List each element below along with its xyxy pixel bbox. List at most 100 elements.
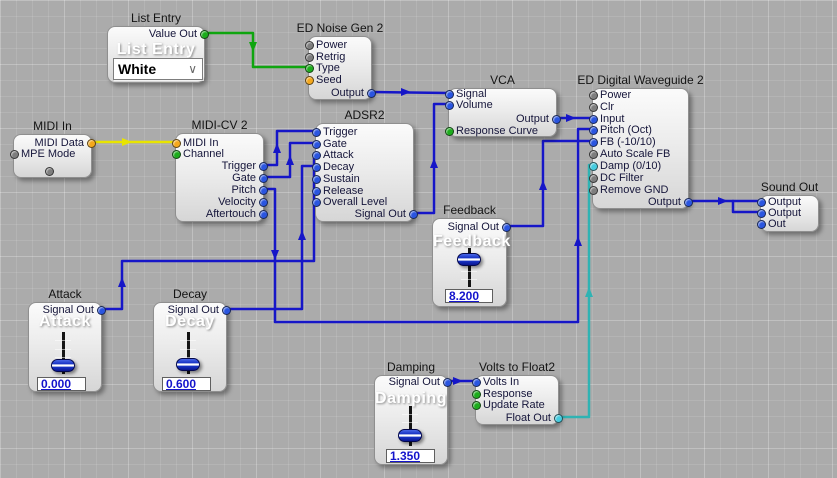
attack-slider-knob[interactable] [51,358,75,372]
port-damp-0-10-label: Damp (0/10) [600,159,662,172]
wire-feedback-to-waveguide-fb-arrow [539,180,547,190]
port-trigger-dot[interactable] [258,161,268,171]
damping-slider-tick [402,422,418,423]
port-output-dot[interactable] [683,197,693,207]
port-out-dot[interactable] [756,219,766,229]
port-mpe-mode-dot[interactable] [9,149,19,159]
port-pitch-oct-dot[interactable] [588,125,598,135]
port-trigger-dot[interactable] [311,127,321,137]
port-overall-level-dot[interactable] [311,197,321,207]
node-title-vca: VCA [490,73,515,87]
port-release-label: Release [323,184,364,197]
attack-value-field[interactable]: 0.000 [37,377,86,391]
wire-adsr-signal-to-vca-volume-arrow [430,158,438,168]
port-pitch-dot[interactable] [258,185,268,195]
port-fb-10-10-dot[interactable] [588,137,598,147]
damping-value-field[interactable]: 1.350 [386,449,435,463]
port-damp-0-10-dot[interactable] [588,161,598,171]
damping-slider-knob[interactable] [398,428,422,442]
port-signal-out-dot[interactable] [408,209,418,219]
port-auto-scale-fb-dot[interactable] [588,149,598,159]
port-attack-dot[interactable] [311,150,321,160]
decay-slider-knob[interactable] [176,357,200,371]
port-float-out-dot[interactable] [553,413,563,423]
port-response-curve-dot[interactable] [444,126,454,136]
port-output-dot[interactable] [756,197,766,207]
port-output-dot[interactable] [366,88,376,98]
port-input-dot[interactable] [588,114,598,124]
indicator-dot-midi-in-0[interactable] [44,166,54,176]
port-seed-dot[interactable] [304,75,314,85]
port-auto-scale-fb-label: Auto Scale FB [600,147,671,160]
port-midi-in-dot[interactable] [171,138,181,148]
port-gate-dot[interactable] [311,139,321,149]
port-float-out-label: Float Out [505,411,551,424]
port-value-out-label: Value Out [148,27,197,40]
wire-value-out-to-noise-type[interactable] [201,31,310,69]
decay-slider-tick [180,340,196,342]
port-signal-out-dot[interactable] [96,305,106,315]
feedback-slider-tick [461,271,477,273]
port-dc-filter-dot[interactable] [588,173,598,183]
node-title-damping: Damping [386,360,436,374]
port-volts-in-dot[interactable] [471,377,481,387]
port-output-dot[interactable] [756,208,766,218]
list-entry-dropdown[interactable]: White∨ [113,58,203,80]
port-mpe-mode-label: MPE Mode [21,147,76,160]
port-aftertouch-dot[interactable] [258,209,268,219]
port-signal-out-dot[interactable] [221,305,231,315]
port-retrig-dot[interactable] [304,52,314,62]
port-midi-data-dot[interactable] [86,138,96,148]
port-release-dot[interactable] [311,186,321,196]
node-big-label-damping: Damping [375,390,447,407]
wire-waveguide-output-to-soundout-2[interactable] [731,199,762,214]
port-remove-gnd-dot[interactable] [588,185,598,195]
attack-slider-tick [55,348,71,350]
wire-attack-to-adsr-attack-arrow [118,277,126,287]
port-gate-dot[interactable] [258,173,268,183]
port-output-label: Output [768,206,802,219]
port-power-dot[interactable] [304,40,314,50]
port-power-dot[interactable] [588,90,598,100]
port-output-dot[interactable] [551,114,561,124]
port-clr-dot[interactable] [588,102,598,112]
port-response-dot[interactable] [471,389,481,399]
port-velocity-dot[interactable] [258,197,268,207]
port-volume-dot[interactable] [444,100,454,110]
feedback-slider-knob[interactable] [457,252,481,266]
port-signal-out-dot[interactable] [501,222,511,232]
feedback-value-field[interactable]: 8.200 [445,289,493,303]
port-sustain-dot[interactable] [311,174,321,184]
port-update-rate-dot[interactable] [471,400,481,410]
port-trigger-label: Trigger [323,125,358,138]
port-channel-dot[interactable] [171,149,181,159]
wire-midicv-pitch-to-waveguide-pitch[interactable] [260,127,594,324]
port-value-out-dot[interactable] [199,29,209,39]
port-type-dot[interactable] [304,63,314,73]
node-title-midi-in: MIDI In [33,119,72,133]
port-midi-in-label: MIDI In [183,136,219,149]
port-midi-data-label: MIDI Data [34,136,84,149]
port-signal-dot[interactable] [444,89,454,99]
port-signal-out-dot[interactable] [442,377,452,387]
port-clr-label: Clr [600,100,615,113]
port-decay-dot[interactable] [311,162,321,172]
decay-value-field[interactable]: 0.600 [162,377,211,391]
wire-float-out-to-waveguide-damp-arrow [585,287,593,297]
port-signal-label: Signal [456,87,487,100]
